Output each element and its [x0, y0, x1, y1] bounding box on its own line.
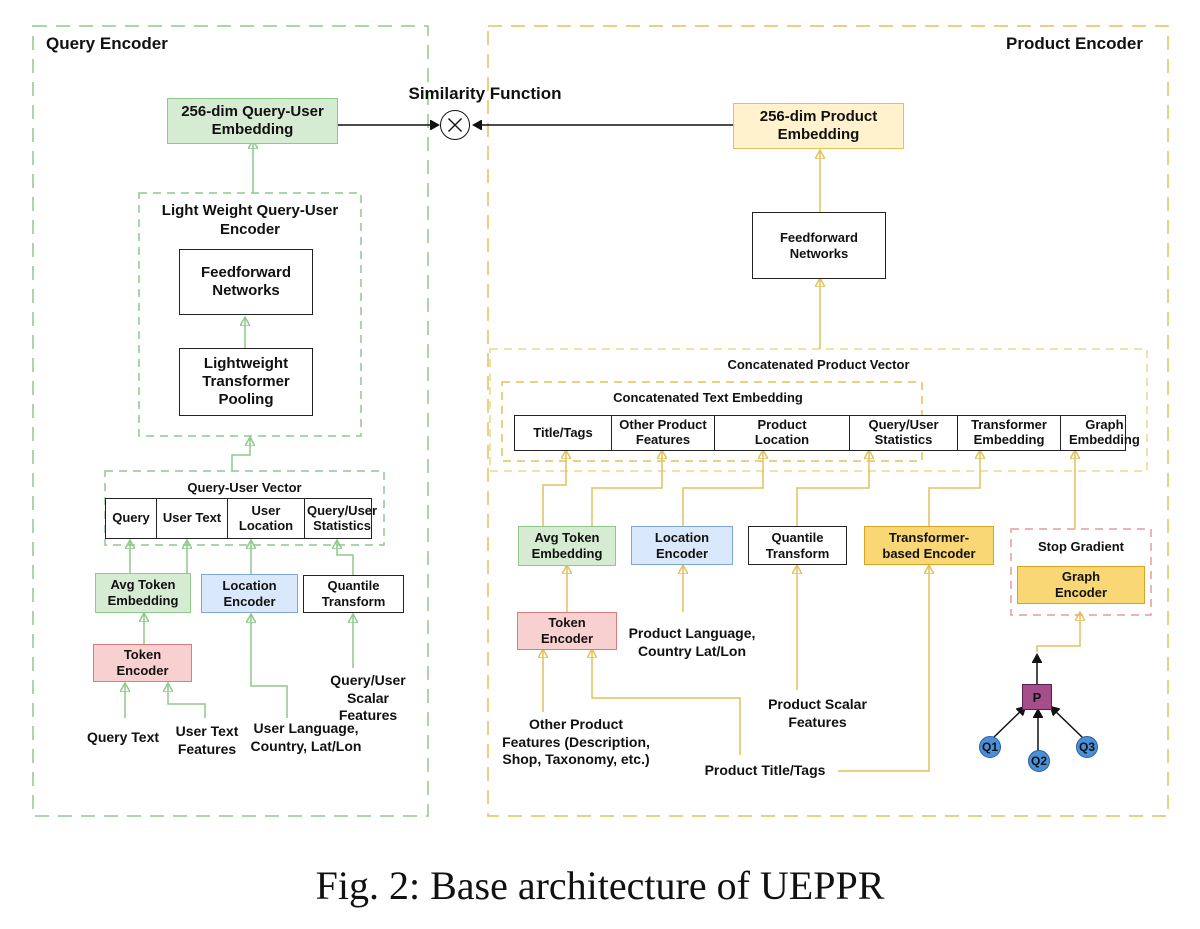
- vector-cell-user-text: User Text: [156, 499, 227, 538]
- pv-cell-graph: Graph Embedding: [1060, 416, 1148, 450]
- input-product-scalar: Product Scalar Features: [768, 696, 867, 730]
- pv-cell-transformer: Transformer Embedding: [957, 416, 1060, 450]
- input-product-title-tags: Product Title/Tags: [704, 762, 826, 778]
- query-location-encoder-box: Location Encoder: [201, 574, 298, 613]
- query-token-encoder-box: Token Encoder: [93, 644, 192, 682]
- input-user-language: User Language, Country, Lat/Lon: [250, 720, 362, 754]
- product-token-encoder-box: Token Encoder: [517, 612, 617, 650]
- graph-product-node: P: [1022, 684, 1052, 710]
- pv-cell-title-tags: Title/Tags: [533, 424, 593, 440]
- input-product-language: Product Language, Country Lat/Lon: [628, 625, 756, 659]
- concat-text-embedding-title: Concatenated Text Embedding: [613, 390, 803, 405]
- query-user-embedding-box: 256-dim Query-User Embedding: [167, 98, 338, 144]
- graph-query-node-3: Q3: [1076, 736, 1098, 758]
- input-other-product-features: Other Product Features (Description, Sho…: [502, 716, 650, 767]
- query-quantile-box: Quantile Transform: [303, 575, 404, 613]
- vector-cell-query: Query: [112, 510, 150, 526]
- concat-product-vector-title: Concatenated Product Vector: [727, 357, 910, 372]
- product-feedforward-box: Feedforward Networks: [752, 212, 886, 279]
- vector-cell-statistics: Query/User Statistics: [304, 499, 379, 538]
- product-location-encoder-box: Location Encoder: [631, 526, 733, 565]
- graph-query-node-1: Q1: [979, 736, 1001, 758]
- input-query-text: Query Text: [86, 729, 160, 745]
- product-encoder-title: Product Encoder: [1006, 34, 1143, 53]
- query-user-vector-title: Query-User Vector: [187, 480, 302, 495]
- pv-cell-location: Product Location: [714, 416, 849, 450]
- graph-query-node-2: Q2: [1028, 750, 1050, 772]
- concat-product-vector: Title/Tags Other Product Features Produc…: [514, 415, 1140, 451]
- query-feedforward-box: Feedforward Networks: [179, 249, 313, 315]
- query-avg-token-box: Avg Token Embedding: [95, 573, 191, 613]
- concat-product-vector-group: [489, 348, 1148, 472]
- input-query-scalar: Query/User Scalar Features: [330, 672, 406, 723]
- stop-gradient-label: Stop Gradient: [1038, 539, 1124, 554]
- figure-caption: Fig. 2: Base architecture of UEPPR: [315, 863, 885, 908]
- transformer-pooling-box: Lightweight Transformer Pooling: [179, 348, 313, 416]
- query-encoder-title: Query Encoder: [46, 34, 168, 53]
- transformer-encoder-box: Transformer-based Encoder: [864, 526, 994, 565]
- pv-cell-other-features: Other Product Features: [611, 416, 714, 450]
- graph-encoder-box: Graph Encoder: [1017, 566, 1145, 604]
- pv-cell-statistics: Query/User Statistics: [849, 416, 957, 450]
- similarity-operator-icon: [440, 110, 470, 140]
- product-avg-token-box: Avg Token Embedding: [518, 526, 616, 566]
- query-user-vector: Query User Text User Location Query/User…: [105, 498, 377, 539]
- input-user-text: User Text Features: [175, 723, 239, 757]
- similarity-label: Similarity Function: [408, 84, 562, 103]
- vector-cell-user-location: User Location: [227, 499, 304, 538]
- product-quantile-box: Quantile Transform: [748, 526, 847, 565]
- query-user-vector-group: [104, 470, 385, 546]
- lightweight-encoder-title: Light Weight Query-User Encoder: [161, 202, 339, 238]
- concat-text-embedding-group: [501, 381, 923, 462]
- multiply-cross-icon: [447, 117, 463, 133]
- product-embedding-box: 256-dim Product Embedding: [733, 103, 904, 149]
- query-encoder-region: [32, 25, 429, 817]
